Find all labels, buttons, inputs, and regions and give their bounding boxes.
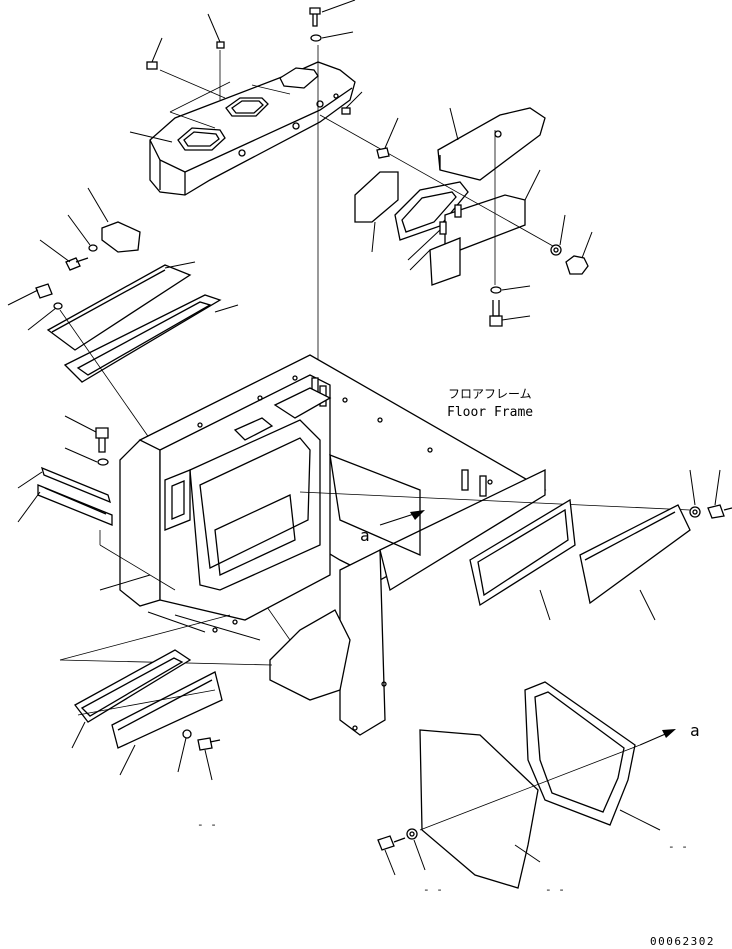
bolt-right-lower <box>489 285 531 327</box>
lower-right-cover-panel <box>419 729 541 889</box>
right-washer <box>689 469 701 518</box>
top-bolt <box>309 0 356 42</box>
lower-right-bolt <box>377 835 406 876</box>
right-cover-plate <box>579 504 691 621</box>
dash-label-lower-left: - - <box>197 818 217 831</box>
washer-right <box>550 214 566 256</box>
left-bolt <box>39 239 89 271</box>
lower-bolt <box>197 737 221 781</box>
drawing-number: 00062302 <box>650 935 715 948</box>
left-washer <box>67 214 98 252</box>
lower-left-cover <box>111 671 223 776</box>
dash-label-bottom-1: - - <box>423 883 443 896</box>
side-bracket <box>407 169 541 286</box>
spacer-ring <box>376 117 399 159</box>
right-bolt <box>707 469 732 519</box>
floor-frame <box>119 354 547 736</box>
small-pin-mid <box>207 13 225 49</box>
view-label-right: a <box>690 721 700 740</box>
side-panel-rounded <box>354 171 399 253</box>
left-bracket-clip <box>87 187 141 253</box>
lower-washer <box>177 729 192 773</box>
view-marker-left: a <box>360 510 425 545</box>
floor-frame-jp-label: フロアフレーム <box>448 387 532 401</box>
top-console-cover <box>149 61 356 196</box>
right-duct-frame <box>469 498 576 621</box>
left-strip-frame <box>17 484 113 526</box>
view-label-left: a <box>360 526 370 545</box>
lower-right-washer <box>406 828 426 871</box>
left-washer-2 <box>27 302 63 331</box>
floor-frame-en-label: Floor Frame <box>447 405 533 420</box>
knob-right <box>565 231 593 275</box>
left-bolt-2 <box>7 283 53 306</box>
left-strip-plate <box>17 466 111 504</box>
side-duct <box>394 181 469 241</box>
left-mid-bolt <box>64 415 109 466</box>
small-pin-left <box>146 37 163 70</box>
lower-right-frame-panel <box>524 681 661 831</box>
left-duct-frame <box>63 294 239 383</box>
dash-label-right: - - <box>668 840 688 853</box>
right-side-cover <box>437 107 546 181</box>
small-clip <box>341 91 363 115</box>
left-cover-plate <box>46 261 196 351</box>
view-marker-right: a <box>639 721 700 746</box>
dash-label-bottom-2: - - <box>545 883 565 896</box>
